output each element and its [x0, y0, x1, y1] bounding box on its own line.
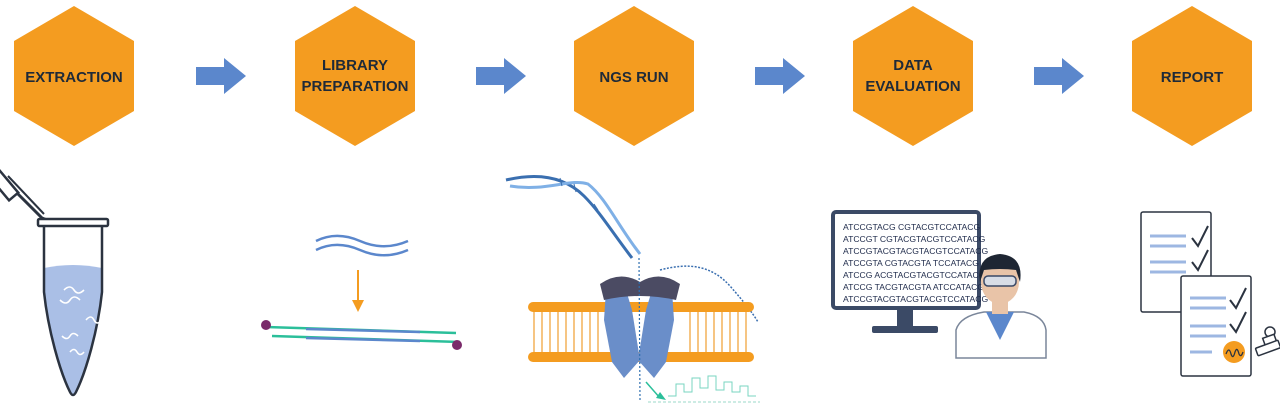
step-label-library-line2: PREPARATION: [302, 78, 409, 95]
step-label-ngs-run: NGS RUN: [599, 69, 668, 86]
hexagon-extraction: [14, 6, 134, 146]
dna-strands-icon: [261, 234, 462, 350]
svg-text:ATCCGT CGTACGTACGTCCATACG: ATCCGT CGTACGTACGTCCATACG: [843, 234, 986, 244]
step-report: REPORT: [1132, 6, 1252, 146]
test-tube-icon: [0, 167, 110, 397]
nanopore-membrane-icon: [505, 175, 760, 403]
step-label-data-line1: DATA: [893, 57, 933, 74]
report-documents-icon: [1140, 211, 1280, 377]
svg-text:ATCCGTA CGTACGTA TCCATACG: ATCCGTA CGTACGTA TCCATACG: [843, 258, 979, 268]
step-data-evaluation: DATA EVALUATION: [853, 6, 973, 146]
step-label-report: REPORT: [1161, 69, 1224, 86]
svg-text:ATCCGTACGTACGTACGTCCATACG: ATCCGTACGTACGTACGTCCATACG: [843, 246, 988, 256]
step-label-library-line1: LIBRARY: [322, 57, 388, 74]
hexagon-report: [1132, 6, 1252, 146]
step-label-data-line2: EVALUATION: [865, 78, 960, 95]
computer-scientist-icon: ATCCGTACG CGTACGTCCATACG ATCCGT CGTACGTA…: [831, 210, 1047, 359]
flow-arrow-1: [196, 58, 246, 94]
flow-arrow-2: [476, 58, 526, 94]
step-library-preparation: LIBRARY PREPARATION: [295, 6, 415, 146]
flow-arrow-3: [755, 58, 805, 94]
svg-text:ATCCGTACG CGTACGTCCATACG: ATCCGTACG CGTACGTCCATACG: [843, 222, 980, 232]
svg-text:ATCCGTACGTACGTACGTCCATACG: ATCCGTACGTACGTACGTCCATACG: [843, 294, 988, 304]
flow-arrow-4: [1034, 58, 1084, 94]
svg-text:ATCCG TACGTACGTA ATCCATACG: ATCCG TACGTACGTA ATCCATACG: [843, 282, 984, 292]
sequence-text-block: ATCCGTACG CGTACGTCCATACG ATCCGT CGTACGTA…: [843, 222, 988, 304]
step-ngs-run: NGS RUN: [574, 6, 694, 146]
hexagon-data-evaluation: [853, 6, 973, 146]
step-label-extraction: EXTRACTION: [25, 69, 123, 86]
hexagon-library-preparation: [295, 6, 415, 146]
step-extraction: EXTRACTION: [14, 6, 134, 146]
hexagon-ngs-run: [574, 6, 694, 146]
svg-text:ATCCG ACGTACGTACGTCCATACG: ATCCG ACGTACGTACGTCCATACG: [843, 270, 986, 280]
